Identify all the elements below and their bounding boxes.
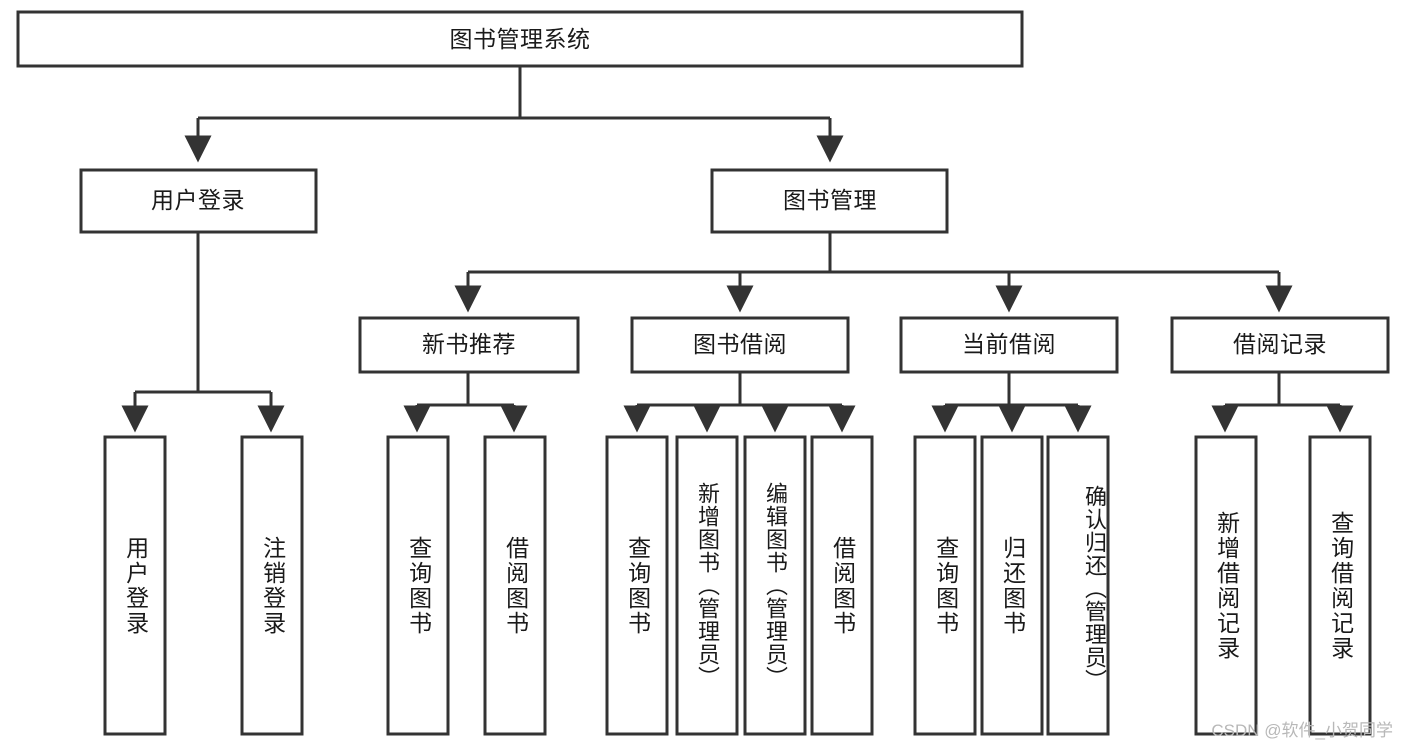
node-label-root: 图书管理系统 (450, 26, 591, 52)
leaf-label: 编辑图书（管理员） (762, 482, 788, 689)
leaf-label: 查询图书 (624, 535, 651, 636)
node-box (386, 435, 450, 736)
node-new-book-recommend[interactable]: 新书推荐 (358, 316, 580, 374)
node-box (103, 435, 167, 736)
leaf-label-wrap: 查询借阅记录 (1327, 510, 1354, 661)
node-box (79, 168, 318, 234)
node-box (483, 435, 547, 736)
csdn-watermark: CSDN @软件_小贺同学 (1211, 721, 1393, 740)
leaf-label-wrap: 查询图书 (624, 535, 651, 636)
leaf-book-borrow-0[interactable]: 查询图书 (605, 435, 669, 736)
node-box (1194, 435, 1258, 736)
node-box (675, 435, 739, 736)
leaf-new-book-recommend-1[interactable]: 借阅图书 (483, 435, 547, 736)
leaf-label: 新增图书（管理员） (694, 482, 720, 689)
node-box (358, 316, 580, 374)
node-label-borrow-record: 借阅记录 (1233, 331, 1327, 357)
leaf-label: 归还图书 (999, 535, 1026, 636)
node-box (240, 435, 304, 736)
leaf-label-wrap: 借阅图书 (502, 535, 529, 636)
node-label-user-login: 用户登录 (151, 187, 245, 213)
node-box (913, 435, 977, 736)
node-current-borrow[interactable]: 当前借阅 (899, 316, 1119, 374)
node-box (1170, 316, 1390, 374)
leaf-label: 注销登录 (259, 535, 286, 636)
leaf-label: 确认归还（管理员） (1082, 485, 1107, 692)
node-user-login[interactable]: 用户登录 (79, 168, 318, 234)
leaf-label: 新增借阅记录 (1213, 510, 1240, 661)
node-book-borrow[interactable]: 图书借阅 (630, 316, 850, 374)
node-root-book-management-system[interactable]: 图书管理系统 (16, 10, 1024, 68)
leaf-current-borrow-1[interactable]: 归还图书 (980, 435, 1044, 736)
leaf-user-login-1[interactable]: 注销登录 (240, 435, 304, 736)
node-label-book-management: 图书管理 (783, 187, 877, 213)
node-box (1046, 435, 1110, 736)
leaf-label-wrap: 查询图书 (932, 535, 959, 636)
leaf-label: 查询图书 (405, 535, 432, 636)
node-box (899, 316, 1119, 374)
node-box (630, 316, 850, 374)
leaf-label: 查询借阅记录 (1327, 510, 1354, 661)
leaf-borrow-record-1[interactable]: 查询借阅记录 (1308, 435, 1372, 736)
leaf-label-wrap: 查询图书 (405, 535, 432, 636)
leaf-current-borrow-2[interactable]: 确认归还（管理员） (1046, 435, 1110, 736)
leaf-label-wrap: 确认归还（管理员） (1082, 485, 1107, 692)
leaf-label-wrap: 用户登录 (122, 535, 149, 636)
node-box (16, 10, 1024, 68)
leaf-book-borrow-1[interactable]: 新增图书（管理员） (675, 435, 739, 736)
connector-layer (121, 66, 1354, 433)
leaf-label-wrap: 新增借阅记录 (1213, 510, 1240, 661)
leaf-label: 查询图书 (932, 535, 959, 636)
node-box (710, 168, 949, 234)
leaf-label-wrap: 注销登录 (259, 535, 286, 636)
leaf-label-wrap: 归还图书 (999, 535, 1026, 636)
leaf-label-wrap: 新增图书（管理员） (694, 482, 720, 689)
node-label-current-borrow: 当前借阅 (962, 331, 1056, 357)
leaf-label: 用户登录 (122, 535, 149, 636)
leaf-label-wrap: 编辑图书（管理员） (762, 482, 788, 689)
leaf-user-login-0[interactable]: 用户登录 (103, 435, 167, 736)
node-box (605, 435, 669, 736)
leaf-new-book-recommend-0[interactable]: 查询图书 (386, 435, 450, 736)
node-label-new-book-recommend: 新书推荐 (422, 331, 516, 357)
leaf-borrow-record-0[interactable]: 新增借阅记录 (1194, 435, 1258, 736)
leaf-label: 借阅图书 (502, 535, 529, 636)
node-borrow-record[interactable]: 借阅记录 (1170, 316, 1390, 374)
leaf-label: 借阅图书 (829, 535, 856, 636)
node-book-management[interactable]: 图书管理 (710, 168, 949, 234)
leaf-label-wrap: 借阅图书 (829, 535, 856, 636)
leaf-current-borrow-0[interactable]: 查询图书 (913, 435, 977, 736)
node-box (810, 435, 874, 736)
node-label-book-borrow: 图书借阅 (693, 331, 787, 357)
leaf-book-borrow-2[interactable]: 编辑图书（管理员） (743, 435, 807, 736)
node-box (980, 435, 1044, 736)
node-box (743, 435, 807, 736)
leaf-book-borrow-3[interactable]: 借阅图书 (810, 435, 874, 736)
node-box (1308, 435, 1372, 736)
